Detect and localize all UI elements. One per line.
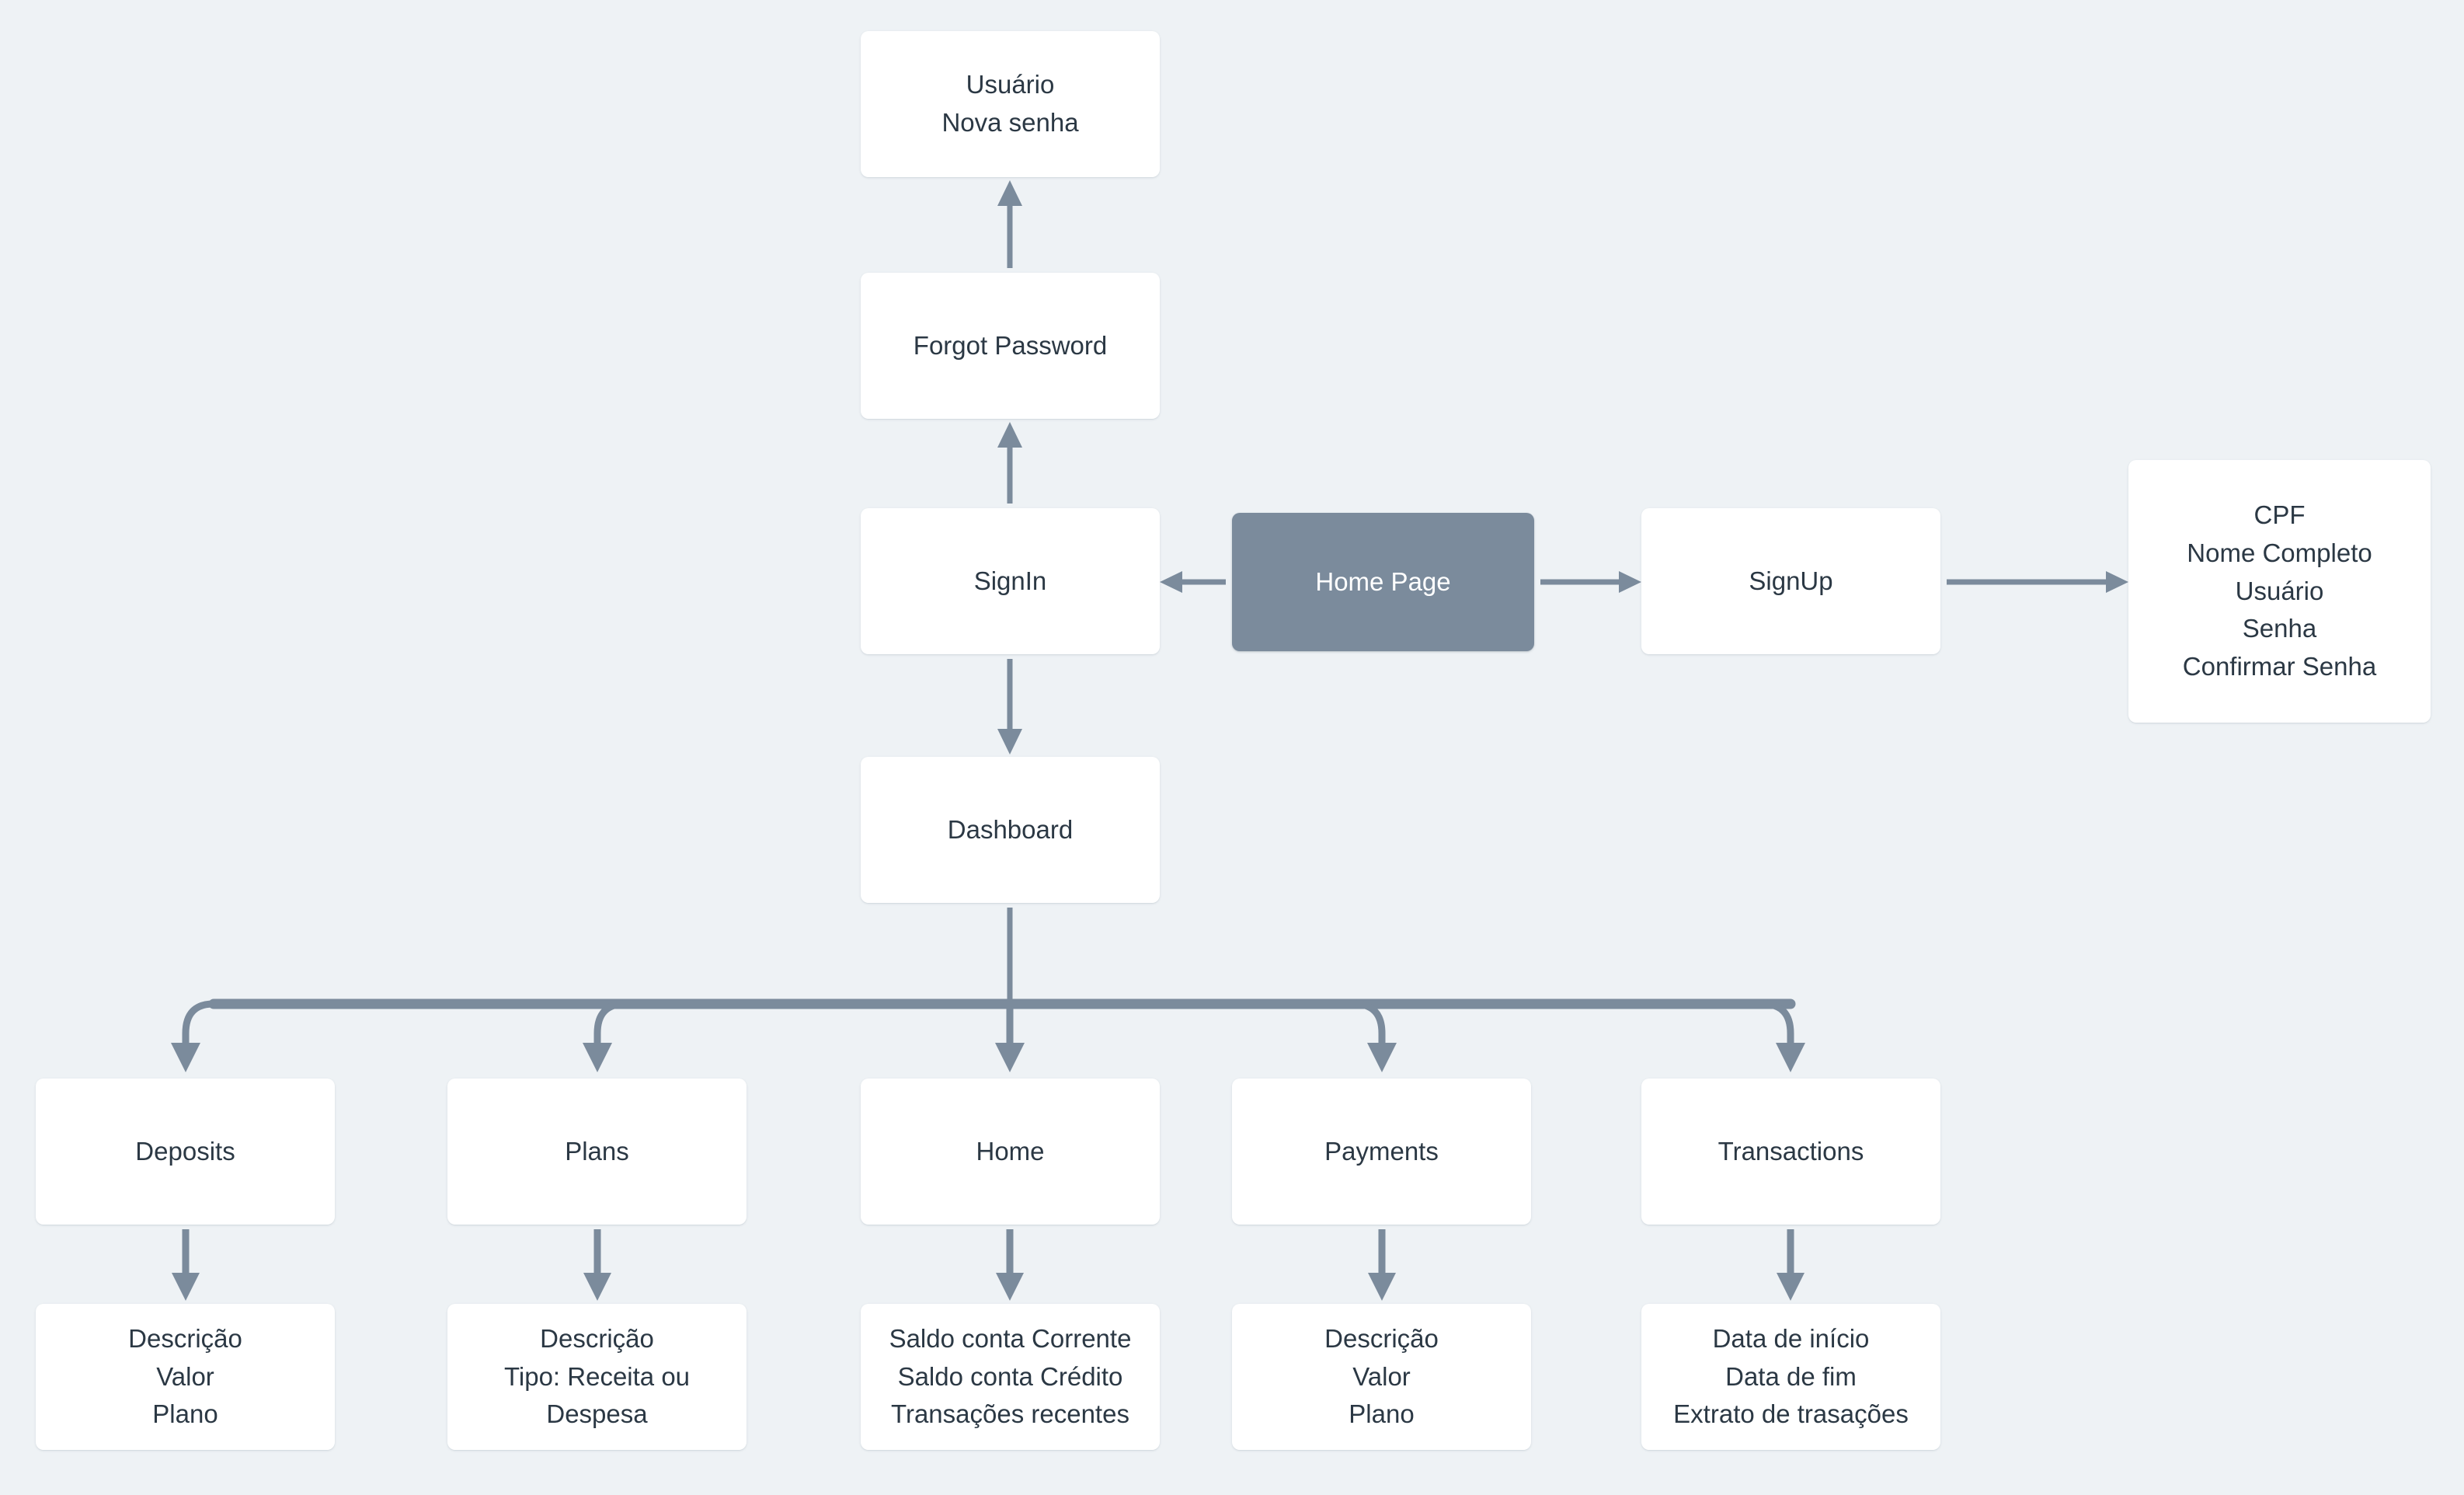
payments-node[interactable]: Payments bbox=[1232, 1079, 1531, 1225]
node-label-line: CPF bbox=[2253, 500, 2306, 529]
home-page-node[interactable]: Home Page bbox=[1232, 513, 1534, 651]
node-label-line: Descrição bbox=[540, 1323, 654, 1353]
node-label-line: Usuário bbox=[966, 70, 1055, 99]
node-label-group: Transactions bbox=[1652, 1133, 1930, 1171]
edge-homepage-to-signup bbox=[1540, 571, 1641, 593]
node-label-line: SignUp bbox=[1749, 566, 1833, 595]
edge-home-to-fields bbox=[996, 1229, 1024, 1301]
node-label-line: Payments bbox=[1324, 1136, 1439, 1166]
node-label-line: Data de fim bbox=[1725, 1361, 1857, 1391]
edge-signin-to-dashboard bbox=[997, 659, 1022, 754]
node-label-line: Valor bbox=[156, 1361, 214, 1391]
edge-forgot-to-reset-fields bbox=[997, 180, 1022, 268]
forgot-password-node[interactable]: Forgot Password bbox=[861, 273, 1160, 419]
edge-signin-to-forgot bbox=[997, 422, 1022, 504]
node-label-group: SignUp bbox=[1652, 563, 1930, 601]
node-label-line: Home bbox=[976, 1136, 1045, 1166]
node-label-line: Descrição bbox=[1324, 1323, 1439, 1353]
home-node[interactable]: Home bbox=[861, 1079, 1160, 1225]
node-label-line: Forgot Password bbox=[913, 330, 1108, 360]
node-label-group: Deposits bbox=[47, 1133, 324, 1171]
node-label-group: Dashboard bbox=[872, 811, 1149, 849]
node-label-line: Transactions bbox=[1717, 1136, 1864, 1166]
node-label-line: Deposits bbox=[135, 1136, 235, 1166]
node-label-group: Home Page bbox=[1243, 563, 1523, 601]
edge-dashboard-to-payments bbox=[1353, 1000, 1397, 1072]
node-label-line: Dashboard bbox=[947, 814, 1074, 844]
node-label-line: Saldo conta Crédito bbox=[897, 1361, 1123, 1391]
edge-plans-to-fields bbox=[583, 1229, 611, 1301]
edge-dashboard-to-plans bbox=[583, 1000, 626, 1072]
node-label-line: Extrato de trasações bbox=[1673, 1399, 1909, 1429]
node-label-line: SignIn bbox=[973, 566, 1047, 595]
edge-dashboard-to-transactions bbox=[1762, 1000, 1805, 1072]
transactions-node[interactable]: Transactions bbox=[1641, 1079, 1940, 1225]
node-label-line: Plano bbox=[152, 1399, 218, 1429]
node-label-line: Descrição bbox=[128, 1323, 242, 1353]
node-label-line: Transações recentes bbox=[891, 1399, 1129, 1429]
edge-dashboard-fanout-bus bbox=[208, 908, 1796, 1009]
edge-payments-to-fields bbox=[1368, 1229, 1396, 1301]
node-label-line: Plans bbox=[565, 1136, 629, 1166]
node-label-line: Senha bbox=[2242, 614, 2317, 643]
dashboard-node[interactable]: Dashboard bbox=[861, 757, 1160, 903]
node-label-line: Valor bbox=[1352, 1361, 1411, 1391]
node-label-line: Plano bbox=[1349, 1399, 1415, 1429]
node-label-group: Forgot Password bbox=[872, 327, 1149, 365]
deposits-node[interactable]: Deposits bbox=[36, 1079, 335, 1225]
node-label-line: Nome Completo bbox=[2187, 538, 2372, 567]
node-label-group: Plans bbox=[458, 1133, 736, 1171]
node-label-line: Data de início bbox=[1712, 1323, 1870, 1353]
node-label-group: SignIn bbox=[872, 563, 1149, 601]
edge-dashboard-to-home bbox=[995, 1004, 1025, 1072]
edge-signup-to-signup-fields bbox=[1947, 571, 2128, 593]
plans-node[interactable]: Plans bbox=[447, 1079, 747, 1225]
node-label-line: Usuário bbox=[2235, 576, 2324, 605]
node-label-line: Nova senha bbox=[941, 108, 1079, 137]
node-label-line: Confirmar Senha bbox=[2182, 652, 2377, 681]
edge-homepage-to-signin bbox=[1160, 571, 1226, 593]
edge-transactions-to-fields bbox=[1777, 1229, 1804, 1301]
node-label-line: Saldo conta Corrente bbox=[889, 1323, 1132, 1353]
signup-node[interactable]: SignUp bbox=[1641, 508, 1940, 654]
edge-dashboard-to-deposits bbox=[171, 1000, 214, 1072]
signin-node[interactable]: SignIn bbox=[861, 508, 1160, 654]
node-label-line: Home Page bbox=[1315, 566, 1451, 596]
edge-deposits-to-fields bbox=[172, 1229, 200, 1301]
node-label-line: Tipo: Receita ou Despesa bbox=[503, 1361, 691, 1429]
node-label-group: Home bbox=[872, 1133, 1149, 1171]
node-label-group: Payments bbox=[1243, 1133, 1520, 1171]
